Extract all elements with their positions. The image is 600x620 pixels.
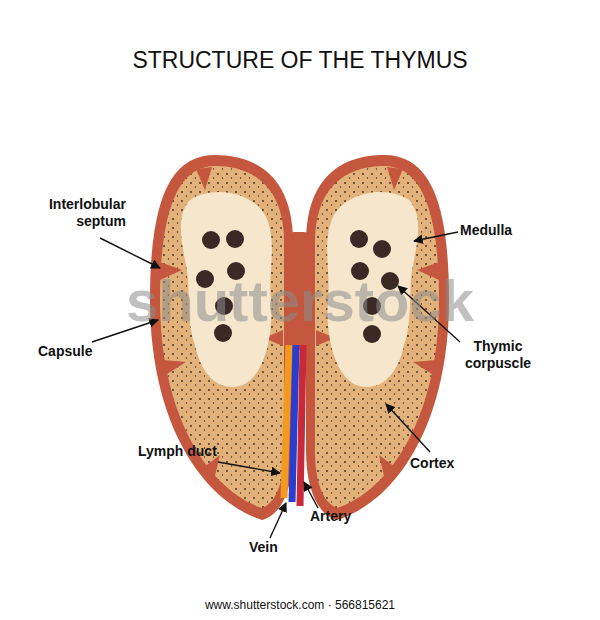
part-label: Medulla bbox=[460, 222, 570, 239]
thymic-corpuscle bbox=[202, 231, 220, 249]
part-label: Thymic corpuscle bbox=[448, 338, 548, 372]
part-label: Capsule bbox=[38, 343, 138, 360]
part-label: Interlobular septum bbox=[10, 196, 126, 230]
thymic-corpuscle bbox=[373, 240, 391, 258]
part-label: Vein bbox=[249, 539, 309, 556]
part-label: Cortex bbox=[410, 455, 500, 472]
leader-line bbox=[218, 462, 280, 473]
source-url: www.shutterstock.com · 566815621 bbox=[0, 598, 600, 612]
lymph-duct-vessel bbox=[284, 345, 289, 498]
part-label: Lymph duct bbox=[138, 443, 248, 460]
leader-line bbox=[270, 503, 286, 538]
watermark: shutterstock bbox=[0, 266, 600, 336]
thymic-corpuscle bbox=[350, 230, 368, 248]
leader-line bbox=[386, 404, 430, 452]
leader-line bbox=[414, 232, 458, 241]
leader-line bbox=[304, 482, 318, 508]
leader-line bbox=[100, 238, 160, 268]
left-lobe bbox=[150, 155, 293, 520]
part-label: Artery bbox=[310, 508, 400, 525]
vein-vessel bbox=[292, 345, 296, 502]
thymic-corpuscle bbox=[226, 230, 244, 248]
diagram-title: STRUCTURE OF THE THYMUS bbox=[0, 47, 600, 75]
artery-vessel bbox=[300, 345, 303, 506]
